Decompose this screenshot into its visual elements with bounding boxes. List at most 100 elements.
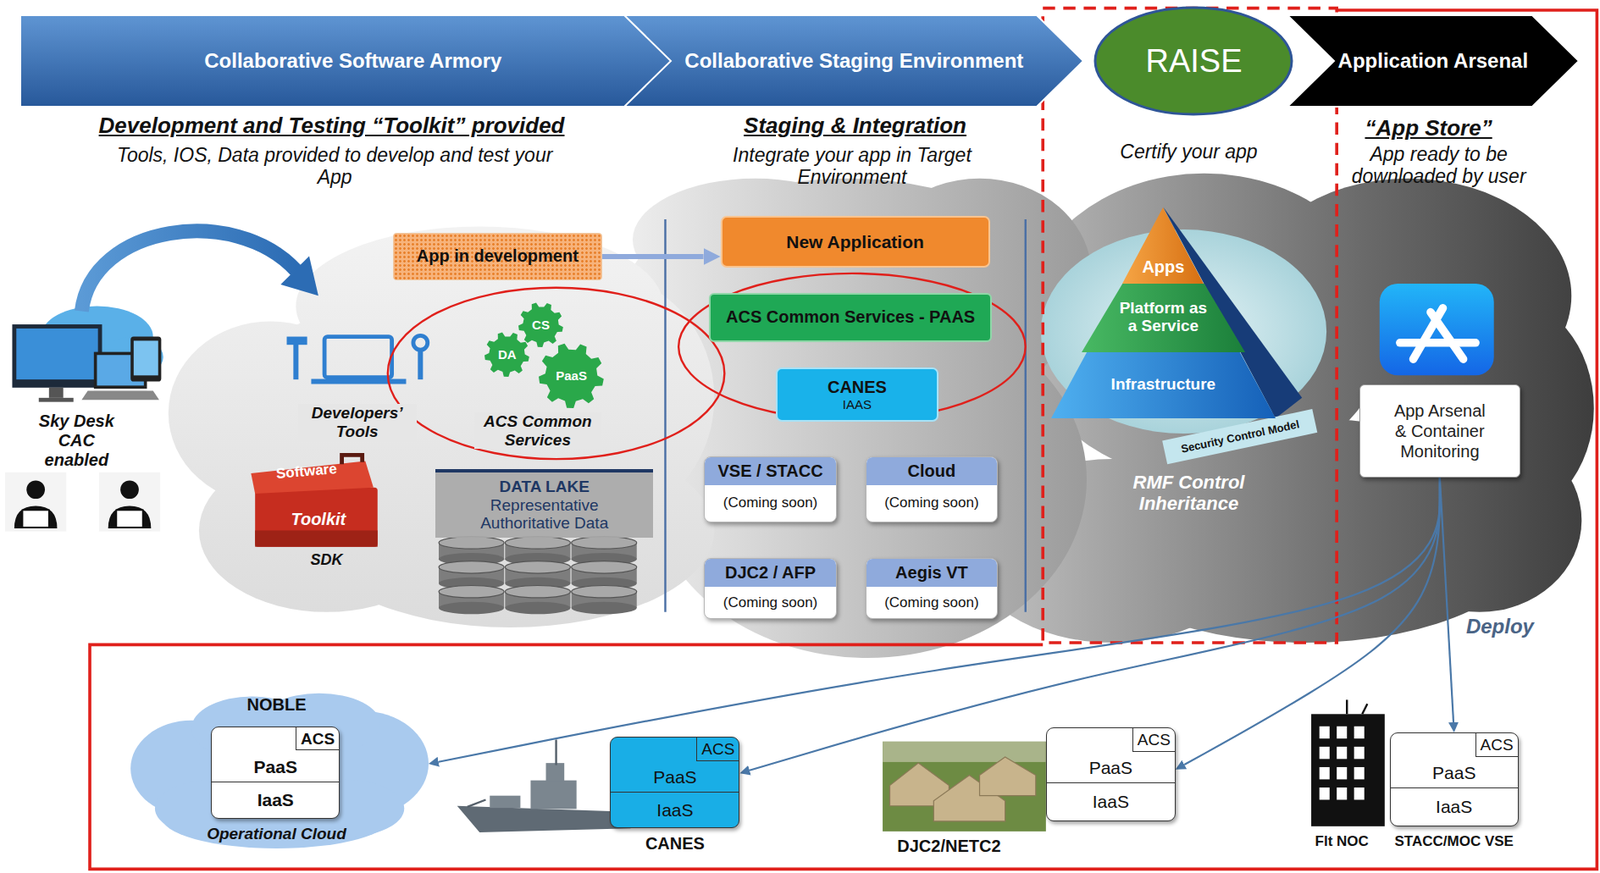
inheritance-label: RMF Control Inheritance bbox=[1090, 471, 1286, 515]
tent-photo bbox=[882, 741, 1047, 832]
tent-photo bbox=[882, 741, 1047, 763]
toolbox-icon bbox=[250, 454, 377, 547]
ship-illustration bbox=[530, 780, 576, 810]
service-gear: PaaS bbox=[538, 343, 604, 409]
node-text: CS bbox=[531, 317, 550, 333]
curved-arrow bbox=[81, 231, 318, 312]
building-icon bbox=[1336, 726, 1347, 739]
node-text: Operational Cloud bbox=[206, 824, 347, 844]
developer-tools-icon bbox=[417, 349, 423, 380]
divider-line bbox=[1024, 219, 1027, 613]
building-icon bbox=[1354, 726, 1365, 739]
database-stack bbox=[571, 561, 637, 574]
ellipse-shape bbox=[1095, 7, 1292, 115]
sky-desk-icon bbox=[133, 340, 159, 376]
tool-label: ACS Common Services bbox=[474, 412, 602, 450]
node-text: DATA LAKE bbox=[499, 477, 590, 497]
app-store-icon bbox=[1400, 308, 1476, 360]
developer-tools-icon bbox=[324, 337, 393, 378]
user-icon bbox=[99, 472, 161, 532]
database-stack bbox=[504, 586, 571, 598]
database-stack bbox=[571, 586, 637, 598]
ship-illustration bbox=[489, 796, 521, 809]
developer-tools-icon bbox=[310, 379, 406, 385]
app-store-icon bbox=[1430, 312, 1464, 360]
deploy-arrow bbox=[749, 477, 1440, 771]
sdk-label: SDK bbox=[308, 551, 346, 570]
device-label: Sky Desk CAC enabled bbox=[21, 411, 132, 471]
building-icon bbox=[1354, 767, 1365, 780]
node-text: (Coming soon) bbox=[866, 586, 998, 619]
layer-shape bbox=[1051, 352, 1276, 419]
building-icon bbox=[1354, 787, 1365, 800]
toolbox-text: Toolkit bbox=[287, 509, 349, 530]
site-label: DJC2/NETC2 bbox=[894, 836, 1003, 857]
cloud-shape bbox=[155, 780, 277, 838]
phase-banner: Collaborative Software Armory bbox=[20, 15, 686, 107]
node-text: NOBLE bbox=[246, 695, 306, 715]
pyramid-layer: Infrastructure bbox=[1051, 352, 1276, 419]
building-icon bbox=[1319, 726, 1365, 801]
node-text: Infrastructure bbox=[1111, 376, 1217, 394]
ship-illustration bbox=[467, 799, 487, 807]
service-gear: CS bbox=[518, 302, 564, 348]
toolbox-text: Software bbox=[272, 460, 340, 484]
layer-shape bbox=[1081, 283, 1246, 353]
node-text: ACS bbox=[295, 727, 339, 752]
curved-arrow bbox=[280, 255, 319, 296]
layer-shape bbox=[1122, 207, 1204, 284]
node-text: PaaS bbox=[211, 752, 339, 782]
artwork bbox=[5, 8, 1597, 870]
node-text: Collaborative Software Armory bbox=[204, 49, 502, 73]
user-icon bbox=[108, 506, 152, 530]
operational-cloud: NOBLE Operational Cloud ACSPaaSIaaS bbox=[124, 688, 429, 849]
database-stack bbox=[438, 602, 504, 615]
data-lake-box: DATA LAKERepresentative Authoritative Da… bbox=[435, 469, 654, 538]
building-icon bbox=[1319, 767, 1330, 780]
toolbox-icon bbox=[254, 487, 378, 548]
ship-illustration bbox=[546, 763, 565, 782]
toolbox-icon bbox=[254, 530, 378, 547]
user-icon bbox=[26, 480, 45, 499]
chevron-shape bbox=[624, 15, 1084, 107]
monitor-box: App Arsenal & Container Monitoring bbox=[1359, 384, 1521, 478]
building-icon bbox=[1354, 747, 1365, 759]
node-text: ACS bbox=[696, 737, 739, 762]
node-text: ACS bbox=[1132, 728, 1175, 753]
chevron-shape bbox=[20, 15, 686, 107]
sky-desk-icon bbox=[81, 390, 160, 400]
phase-banner: Collaborative Staging Environment bbox=[624, 15, 1084, 107]
pyramid-layer: Platform as a Service bbox=[1081, 283, 1246, 353]
node-text: Platform as a Service bbox=[1115, 299, 1211, 336]
node-text: App Arsenal & Container Monitoring bbox=[1388, 400, 1492, 462]
building-icon bbox=[1336, 767, 1347, 780]
database-stack bbox=[438, 586, 504, 598]
annotation-ellipse bbox=[387, 287, 726, 460]
developer-tools-icon bbox=[287, 337, 308, 346]
node-text: DJC2 / AFP bbox=[704, 559, 836, 587]
toolkit-cloud bbox=[168, 226, 715, 627]
node-text: IaaS bbox=[211, 781, 339, 820]
node-text: ACS Common Services - PAAS bbox=[725, 307, 975, 327]
cloud-shape bbox=[191, 697, 314, 762]
sky-desk-icon bbox=[38, 398, 74, 403]
database-stack bbox=[438, 537, 504, 549]
building-icon bbox=[1311, 714, 1385, 827]
building-icon bbox=[1319, 747, 1330, 759]
node-text: IAAS bbox=[842, 397, 872, 412]
database-stack bbox=[504, 602, 571, 615]
model-label: Security Control Model bbox=[1177, 417, 1303, 457]
node-text: Cloud bbox=[866, 457, 998, 486]
chevron-shape bbox=[1287, 15, 1579, 107]
sky-desk-icon bbox=[11, 324, 102, 388]
section-note: App ready to be downloaded by user bbox=[1333, 143, 1545, 189]
node-text: Application Arsenal bbox=[1338, 49, 1529, 73]
gear-shape bbox=[484, 332, 530, 377]
app-store-icon bbox=[1379, 283, 1495, 376]
deploy-label: Deploy bbox=[1463, 614, 1537, 639]
node-text: (Coming soon) bbox=[704, 485, 836, 522]
platform-stack: ACSPaaSIaaS bbox=[1046, 727, 1176, 822]
database-stack bbox=[504, 561, 571, 574]
node-text: PaaS bbox=[1046, 753, 1175, 783]
